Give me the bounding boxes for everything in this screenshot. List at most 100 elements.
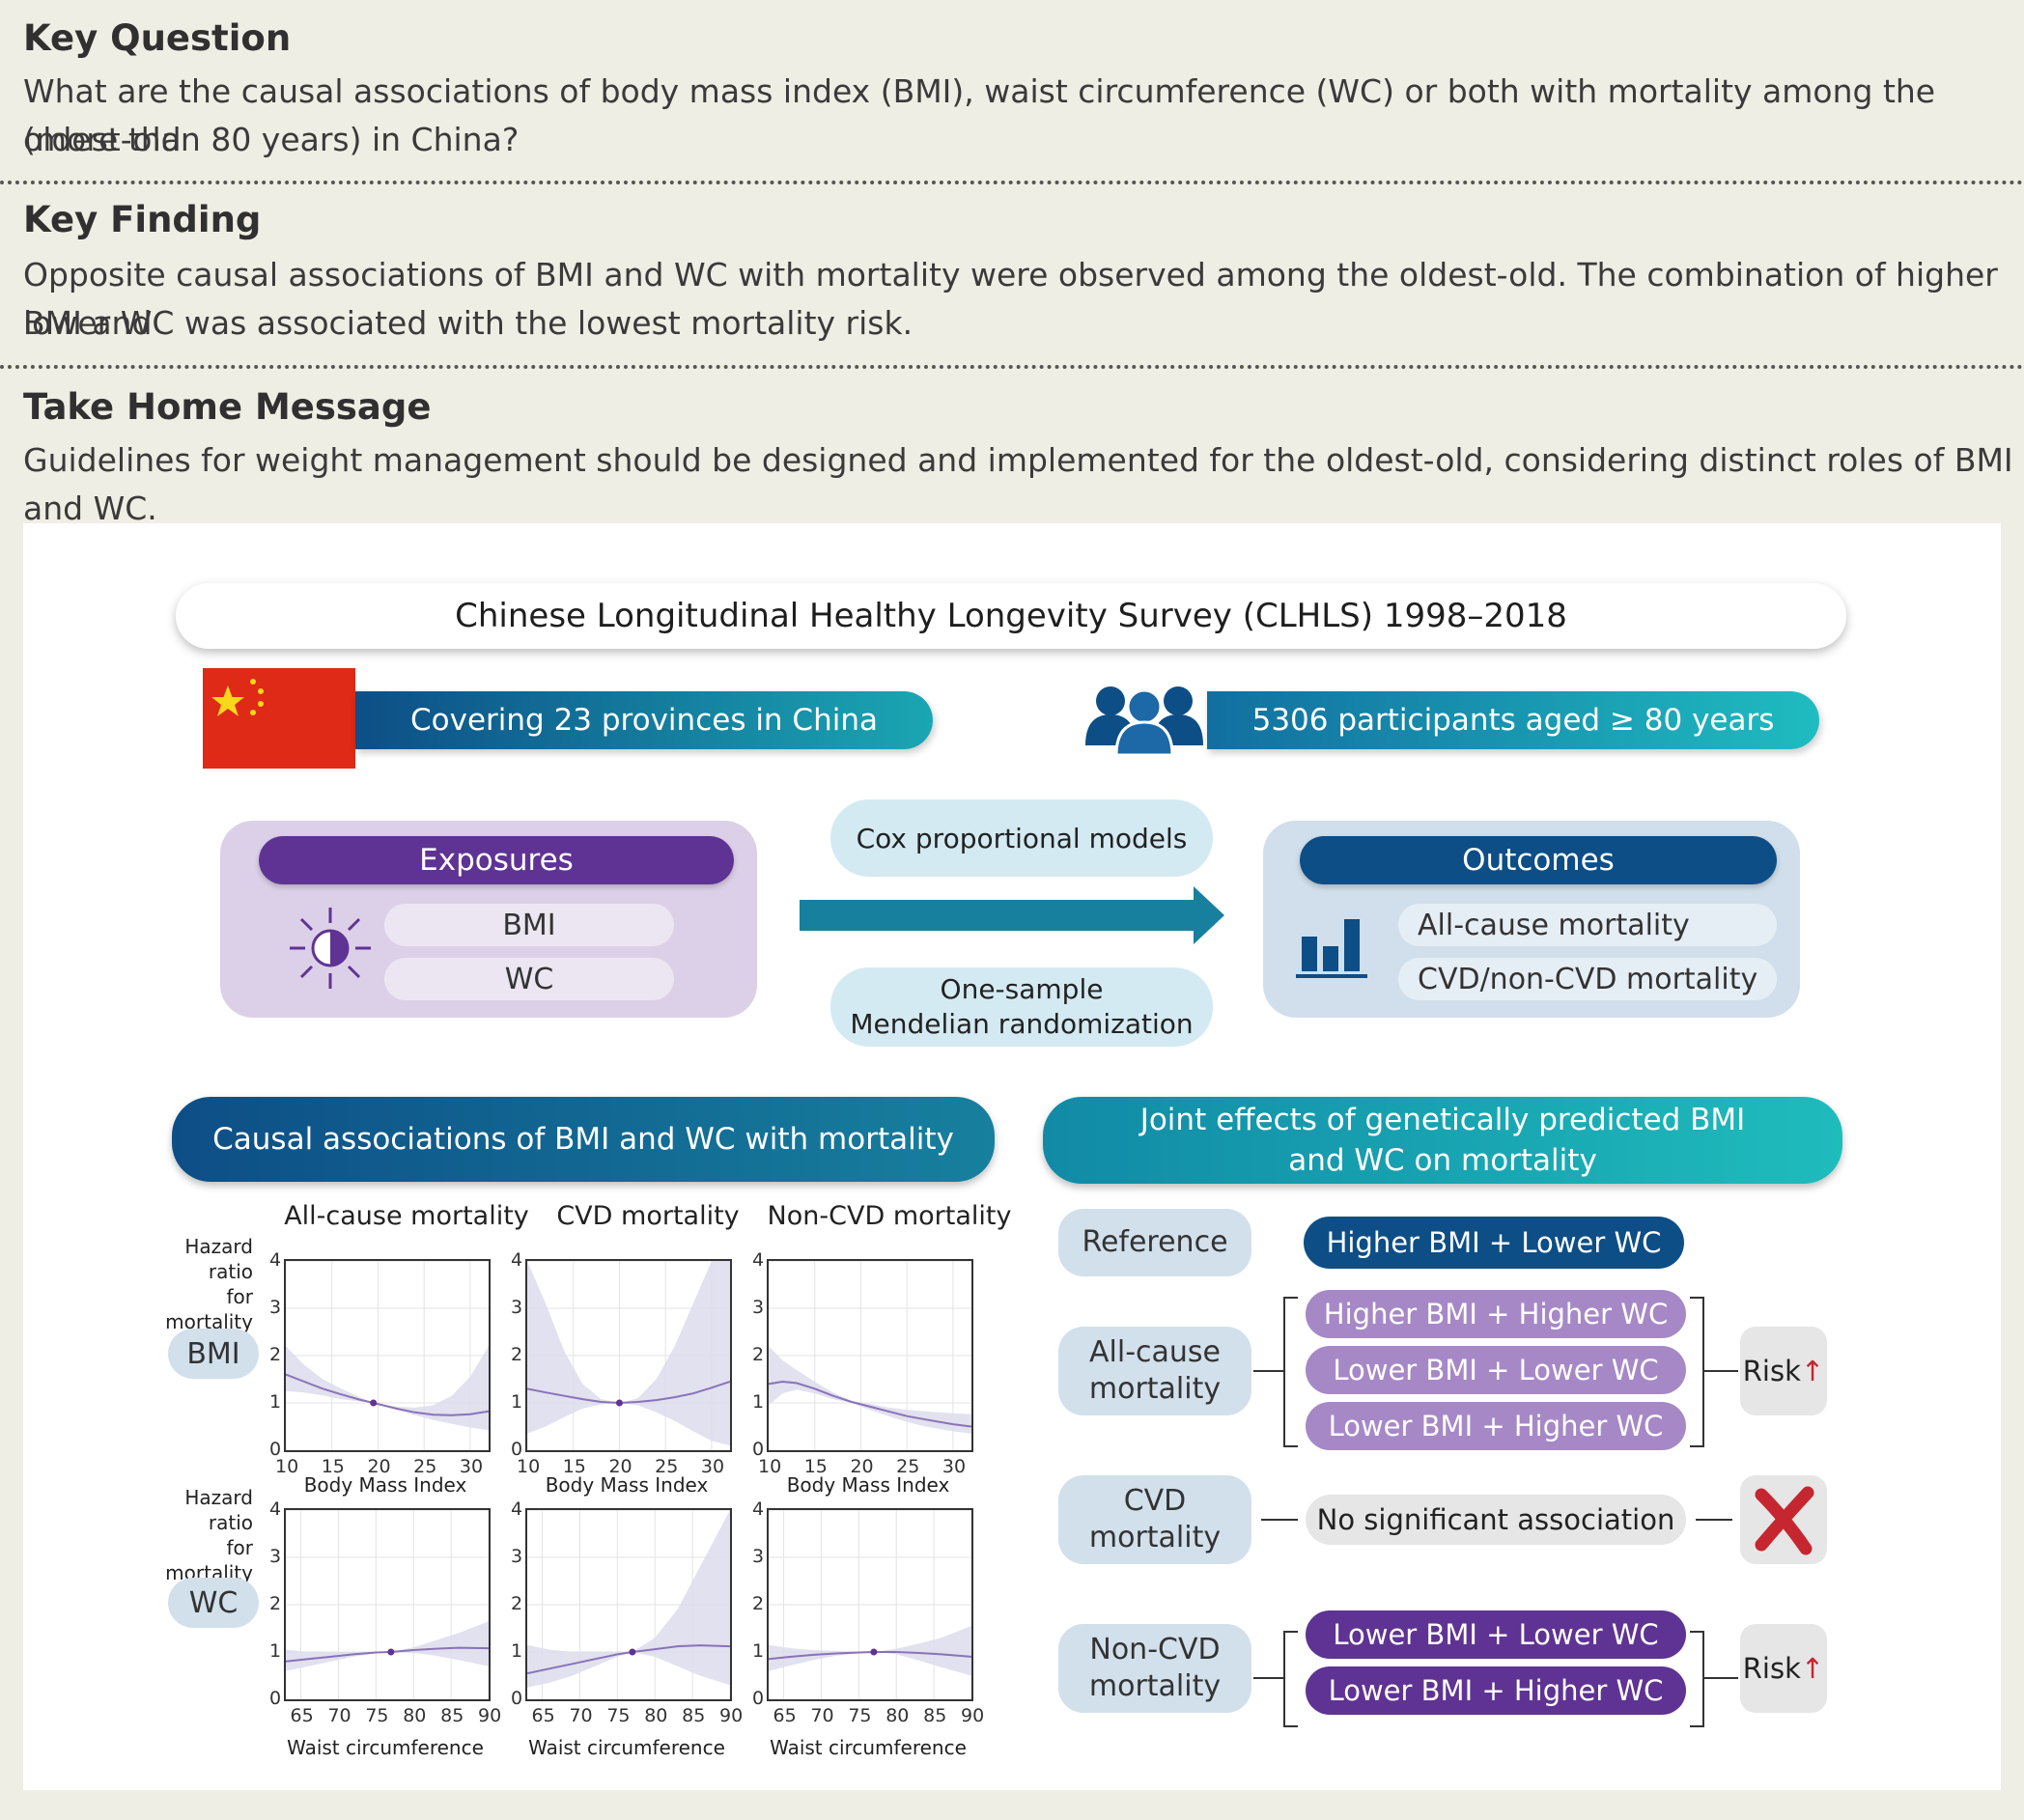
- bracket-left: [1253, 1631, 1298, 1727]
- key-question-line1: What are the causal associations of body…: [23, 72, 1936, 158]
- y-tick-label: 0: [752, 1439, 765, 1460]
- x-tick-label: 30: [700, 1456, 725, 1477]
- hazard-plot-wc-cvd: [525, 1508, 732, 1701]
- hazard-plot-bmi-all-cause: [284, 1259, 491, 1452]
- x-tick-label: 80: [644, 1705, 668, 1726]
- outcome-all-cause: All-cause mortality: [1398, 904, 1777, 946]
- x-tick-label: 25: [896, 1456, 920, 1477]
- plot-canvas: [768, 1509, 972, 1700]
- confidence-band: [527, 1261, 730, 1446]
- china-flag-icon: [203, 668, 355, 769]
- sun-moon-icon: [290, 908, 371, 989]
- connector-line: [1696, 1519, 1732, 1521]
- reference-point: [370, 1399, 378, 1407]
- x-tick-label: 15: [562, 1456, 586, 1477]
- x-axis-label: Waist circumference: [770, 1736, 967, 1759]
- hazard-curve: [285, 1373, 490, 1416]
- method-mendelian-line2: Mendelian randomization: [850, 1008, 1194, 1040]
- flow-arrow: [800, 886, 1224, 944]
- plot-canvas: [768, 1260, 972, 1451]
- y-tick-label: 3: [269, 1297, 282, 1318]
- bracket-right: [1690, 1631, 1738, 1727]
- non-cvd-item-2: Lower BMI + Higher WC: [1306, 1666, 1686, 1715]
- y-tick-label: 4: [269, 1249, 282, 1271]
- x-tick-label: 25: [413, 1456, 437, 1477]
- x-tick-label: 80: [403, 1705, 427, 1726]
- x-tick-label: 85: [440, 1705, 464, 1726]
- x-tick-label: 70: [327, 1705, 351, 1726]
- ylabel-line: ratio: [208, 1260, 253, 1283]
- x-tick-label: 90: [719, 1705, 744, 1726]
- non-cvd-label-line2: mortality: [1088, 1669, 1222, 1703]
- ylabel-line: for: [226, 1285, 254, 1308]
- x-axis-label: Body Mass Index: [303, 1473, 467, 1497]
- reference-label: Reference: [1058, 1209, 1251, 1276]
- x-tick-label: 70: [810, 1705, 834, 1726]
- y-tick-label: 2: [752, 1344, 765, 1365]
- confidence-band: [286, 1621, 489, 1671]
- plot-canvas: [526, 1509, 731, 1700]
- all-cause-item-3: Lower BMI + Higher WC: [1306, 1402, 1686, 1450]
- reference-point: [387, 1648, 395, 1656]
- col-title-all-cause: All-cause mortality: [284, 1201, 529, 1231]
- take-home-line1: Guidelines for weight management should …: [23, 441, 2013, 527]
- x-tick-label: 25: [655, 1456, 679, 1477]
- risk-up-arrow-icon: ↑: [1800, 1652, 1825, 1685]
- row-label-bmi: BMI: [168, 1329, 259, 1379]
- cvd-label-line2: mortality: [1088, 1521, 1222, 1554]
- risk-label: Risk: [1742, 1355, 1801, 1387]
- exposures-title: Exposures: [259, 836, 734, 884]
- bracket-left: [1253, 1297, 1298, 1447]
- x-tick-label: 30: [942, 1456, 967, 1477]
- reference-point: [615, 1399, 623, 1407]
- x-axis-label: Waist circumference: [528, 1736, 725, 1759]
- ylabel-line: Hazard: [184, 1486, 253, 1509]
- y-tick-label: 1: [269, 1640, 282, 1662]
- reference-value: Higher BMI + Lower WC: [1304, 1217, 1684, 1269]
- y-tick-label: 4: [752, 1498, 765, 1520]
- hazard-curve: [526, 1381, 731, 1405]
- outcome-cvd: CVD/non-CVD mortality: [1398, 958, 1777, 1000]
- plot-canvas: [526, 1260, 731, 1451]
- y-tick-label: 1: [752, 1391, 765, 1413]
- cvd-label: CVD mortality: [1058, 1475, 1251, 1564]
- ylabel-line: Hazard: [184, 1235, 253, 1258]
- x-tick-label: 65: [290, 1705, 314, 1726]
- y-tick-label: 3: [752, 1297, 765, 1318]
- hazard-curve: [285, 1646, 490, 1663]
- joint-banner-line2: and WC on mortality: [1288, 1143, 1597, 1178]
- x-tick-label: 10: [758, 1456, 782, 1477]
- confidence-band: [527, 1510, 730, 1688]
- y-tick-label: 0: [269, 1439, 282, 1460]
- y-tick-label: 2: [269, 1593, 282, 1614]
- x-tick-label: 20: [850, 1456, 874, 1477]
- exposure-bmi: BMI: [384, 904, 674, 946]
- method-mendelian: One-sample Mendelian randomization: [830, 967, 1213, 1047]
- x-tick-label: 15: [321, 1456, 345, 1477]
- y-tick-label: 1: [752, 1640, 765, 1662]
- row-label-wc: WC: [168, 1578, 259, 1628]
- x-axis-label: Waist circumference: [287, 1736, 484, 1759]
- exposure-wc: WC: [384, 958, 674, 1000]
- y-tick-label: 2: [511, 1344, 523, 1365]
- ylabel-line: ratio: [208, 1511, 253, 1534]
- non-cvd-label: Non-CVD mortality: [1058, 1624, 1251, 1713]
- confidence-band: [769, 1626, 971, 1676]
- key-finding-line1: Opposite causal associations of BMI and …: [23, 256, 1998, 342]
- risk-badge-non-cvd: Risk↑: [1740, 1624, 1827, 1713]
- graphical-abstract-panel: Chinese Longitudinal Healthy Longevity S…: [23, 523, 2001, 1790]
- all-cause-label-line2: mortality: [1088, 1372, 1222, 1406]
- joint-banner-line1: Joint effects of genetically predicted B…: [1139, 1103, 1746, 1137]
- red-x-icon: [1755, 1486, 1814, 1555]
- confidence-band: [769, 1346, 971, 1434]
- x-tick-label: 10: [275, 1456, 299, 1477]
- hazard-plot-wc-all-cause: [284, 1508, 491, 1701]
- reference-point: [870, 1648, 878, 1656]
- x-axis-label: Body Mass Index: [786, 1473, 950, 1497]
- x-tick-label: 65: [531, 1705, 555, 1726]
- confidence-band: [286, 1346, 489, 1431]
- y-tick-label: 3: [269, 1546, 282, 1567]
- all-cause-item-2: Lower BMI + Lower WC: [1306, 1346, 1686, 1394]
- x-axis-label: Body Mass Index: [545, 1473, 709, 1497]
- all-cause-label-line1: All-cause: [1089, 1335, 1221, 1369]
